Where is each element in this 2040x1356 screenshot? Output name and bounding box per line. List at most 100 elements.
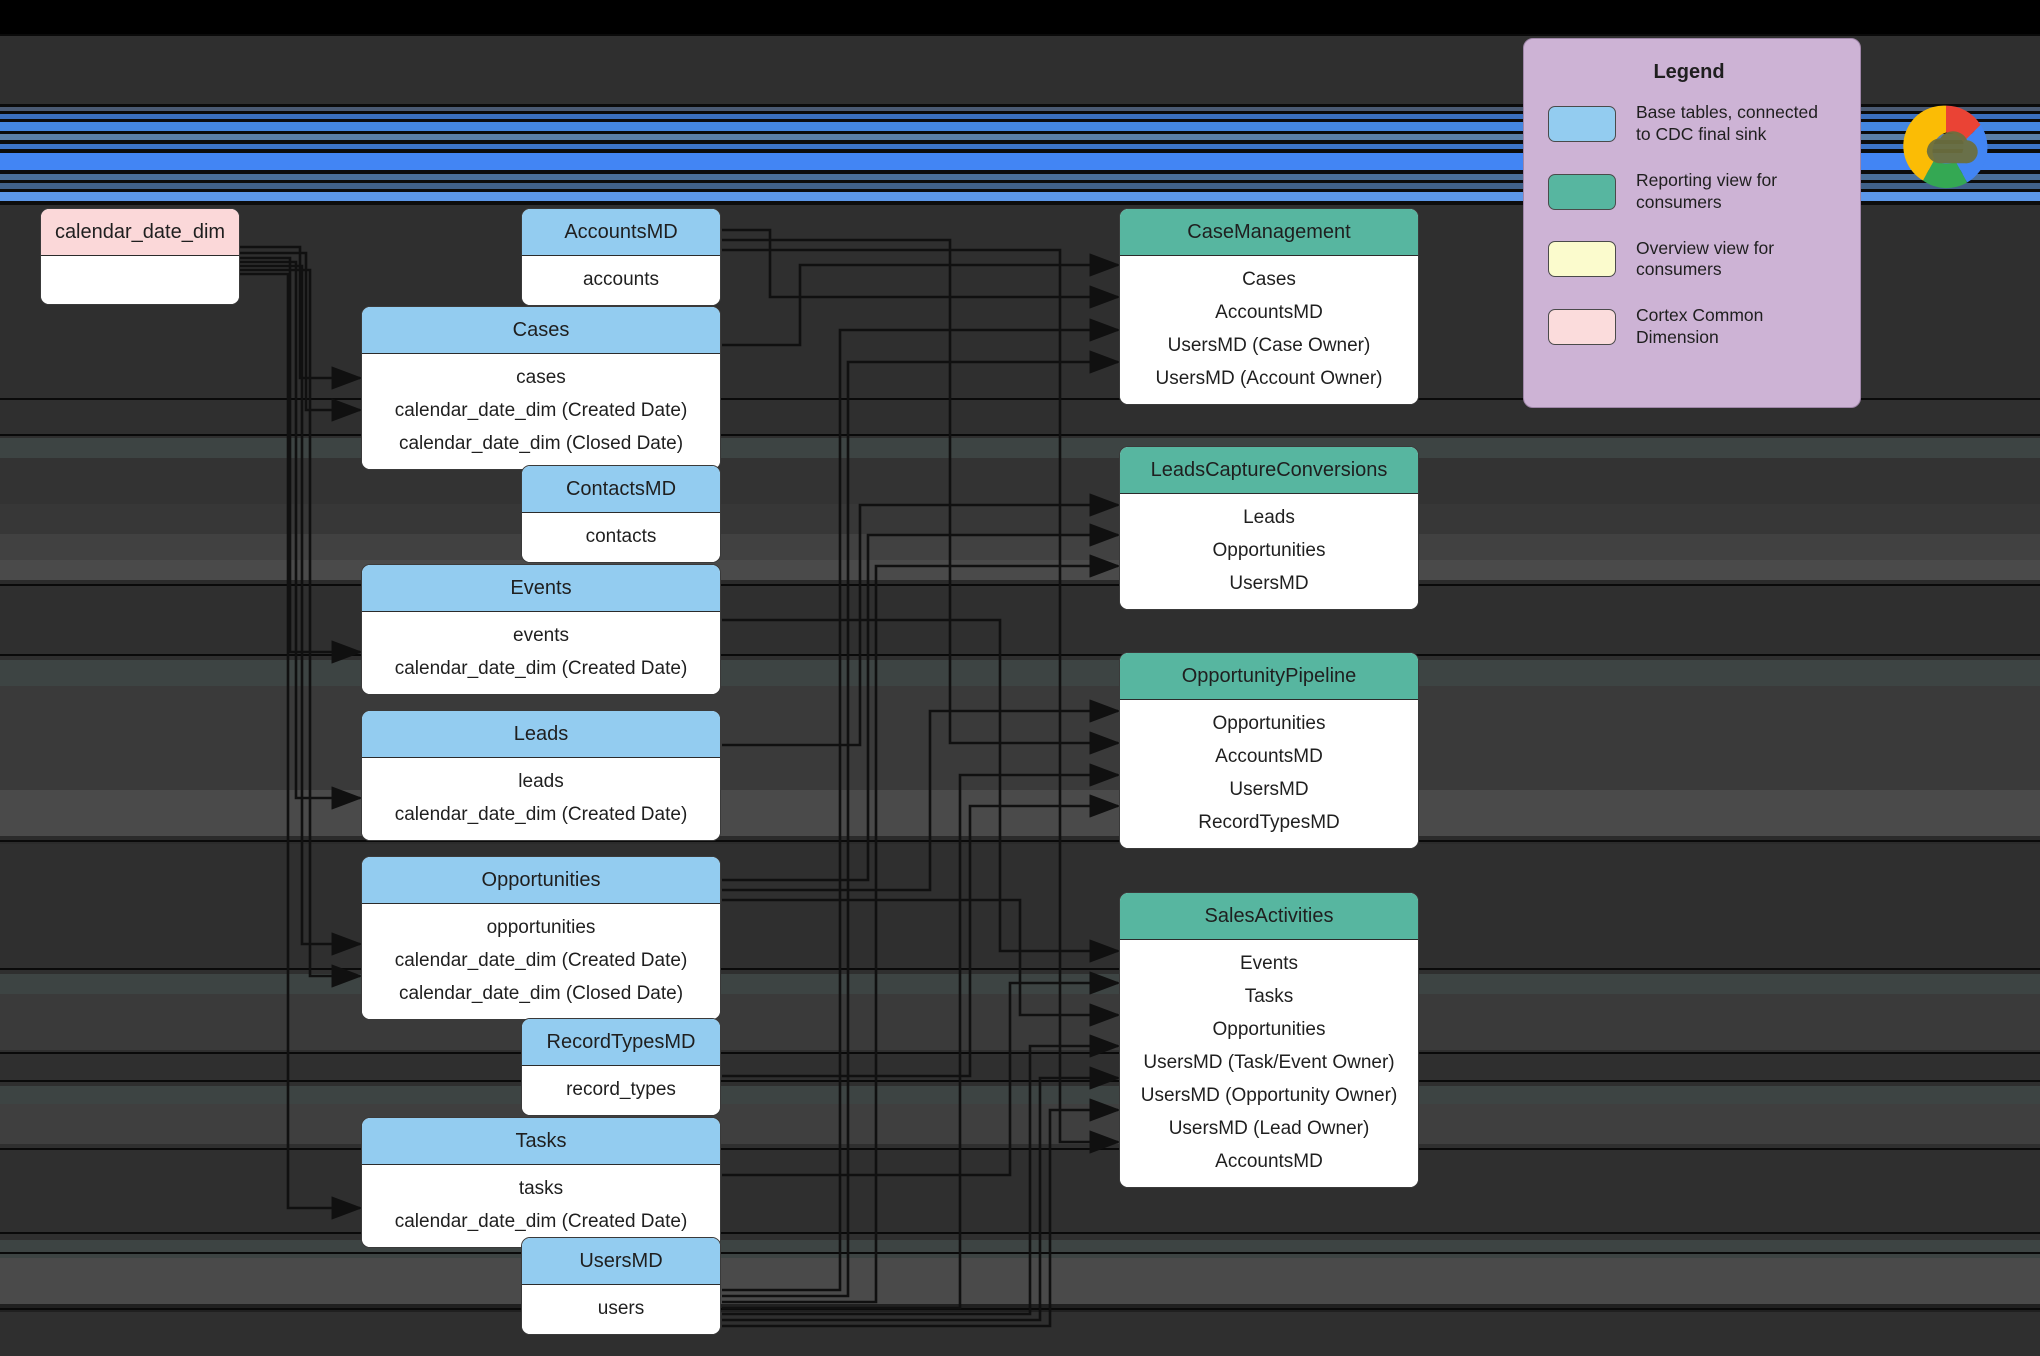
entity-node-row: calendar_date_dim (Created Date) [394, 1211, 688, 1232]
entity-node-body: tasks calendar_date_dim (Created Date) [362, 1165, 720, 1247]
entity-node-row: calendar_date_dim (Created Date) [394, 804, 688, 825]
entity-node-title: Tasks [362, 1118, 720, 1165]
bg-glitch-stripe [0, 180, 2040, 183]
entity-node-row: UsersMD (Opportunity Owner) [1140, 1085, 1398, 1106]
bg-glitch-stripe [0, 114, 2040, 119]
entity-node-cases[interactable]: Cases cases calendar_date_dim (Created D… [361, 306, 721, 470]
google-cloud-logo [1898, 98, 1994, 194]
bg-scanline [0, 1252, 2040, 1254]
legend-item-cortex-dimension: Cortex Common Dimension [1524, 305, 1860, 349]
bg-glitch-stripe [0, 140, 2040, 144]
entity-node-body: Cases AccountsMD UsersMD (Case Owner) Us… [1120, 256, 1418, 404]
bg-artifact-band [0, 790, 2040, 836]
bg-glitch-stripe [0, 183, 2040, 189]
entity-node-salesactivities[interactable]: SalesActivities Events Tasks Opportuniti… [1119, 892, 1419, 1188]
entity-node-accountsmd[interactable]: AccountsMD accounts [521, 208, 721, 306]
entity-node-title: RecordTypesMD [522, 1019, 720, 1066]
bg-artifact-band [0, 974, 2040, 994]
entity-node-row: UsersMD [1229, 573, 1309, 594]
entity-node-row: record_types [566, 1079, 676, 1100]
entity-node-row: RecordTypesMD [1198, 812, 1340, 833]
bg-scanline [0, 1052, 2040, 1054]
bg-scanline [0, 968, 2040, 970]
legend-item-label: Overview view for consumers [1636, 237, 1775, 280]
entity-node-usersmd[interactable]: UsersMD users [521, 1237, 721, 1335]
bg-artifact-band [0, 458, 2040, 504]
entity-node-recordtypesmd[interactable]: RecordTypesMD record_types [521, 1018, 721, 1116]
entity-node-title: LeadsCaptureConversions [1120, 447, 1418, 494]
entity-node-row: AccountsMD [1215, 746, 1323, 767]
bg-artifact-band [0, 504, 2040, 534]
entity-node-body: cases calendar_date_dim (Created Date) c… [362, 354, 720, 469]
bg-scanline [0, 654, 2040, 656]
bg-artifact-band [0, 534, 2040, 560]
entity-node-casemanagement[interactable]: CaseManagement Cases AccountsMD UsersMD … [1119, 208, 1419, 405]
entity-node-row: leads [518, 771, 564, 792]
entity-node-opportunities[interactable]: Opportunities opportunities calendar_dat… [361, 856, 721, 1020]
bg-scanline [0, 840, 2040, 842]
bg-glitch-stripe [0, 189, 2040, 192]
bg-artifact-band [0, 1240, 2040, 1258]
entity-node-row: Cases [1242, 269, 1296, 290]
entity-node-body: Leads Opportunities UsersMD [1120, 494, 1418, 609]
bg-scanline [0, 434, 2040, 436]
entity-node-body [41, 256, 239, 304]
entity-node-body: leads calendar_date_dim (Created Date) [362, 758, 720, 840]
bg-glitch-stripe [0, 111, 2040, 114]
entity-node-title: CaseManagement [1120, 209, 1418, 256]
entity-node-calendar-date-dim[interactable]: calendar_date_dim [40, 208, 240, 305]
bg-glitch-stripe [0, 201, 2040, 205]
entity-node-row: UsersMD (Lead Owner) [1168, 1118, 1370, 1139]
entity-node-row: Events [1239, 953, 1299, 974]
bg-glitch-stripe [0, 107, 2040, 111]
entity-node-title: SalesActivities [1120, 893, 1418, 940]
entity-node-title: AccountsMD [522, 209, 720, 256]
bg-artifact-band [0, 438, 2040, 458]
overview-view-swatch [1548, 241, 1616, 278]
entity-node-row: accounts [582, 269, 660, 290]
entity-node-row: Opportunities [1212, 713, 1326, 734]
legend-item-label: Base tables, connected to CDC final sink [1636, 102, 1818, 144]
entity-node-tasks[interactable]: Tasks tasks calendar_date_dim (Created D… [361, 1117, 721, 1248]
bg-glitch-stripe [0, 119, 2040, 122]
entity-node-row: calendar_date_dim (Created Date) [394, 950, 688, 971]
entity-node-title: Events [362, 565, 720, 612]
entity-node-leads[interactable]: Leads leads calendar_date_dim (Created D… [361, 710, 721, 841]
bg-scanline [0, 34, 2040, 36]
legend-panel: Legend Base tables, connected to CDC fin… [1523, 38, 1861, 408]
bg-glitch-stripe [0, 144, 2040, 149]
cortex-dimension-swatch [1548, 309, 1616, 346]
bg-scanline [0, 1232, 2040, 1234]
bg-scanline [0, 1080, 2040, 1082]
entity-node-title: OpportunityPipeline [1120, 653, 1418, 700]
entity-node-opportunitypipeline[interactable]: OpportunityPipeline Opportunities Accoun… [1119, 652, 1419, 849]
bg-scanline [0, 1148, 2040, 1150]
entity-node-events[interactable]: Events events calendar_date_dim (Created… [361, 564, 721, 695]
entity-node-row: AccountsMD [1215, 302, 1323, 323]
entity-node-contactsmd[interactable]: ContactsMD contacts [521, 465, 721, 563]
bg-glitch-stripe [0, 122, 2040, 131]
bg-glitch-stripe [0, 174, 2040, 180]
entity-node-body: Opportunities AccountsMD UsersMD RecordT… [1120, 700, 1418, 848]
entity-node-row: calendar_date_dim (Created Date) [394, 400, 688, 421]
entity-node-leadscaptureconversions[interactable]: LeadsCaptureConversions Leads Opportunit… [1119, 446, 1419, 610]
bg-artifact-band [0, 1258, 2040, 1304]
entity-node-title: calendar_date_dim [41, 209, 239, 256]
entity-node-body: record_types [522, 1066, 720, 1115]
entity-node-row: cases [516, 367, 566, 388]
legend-item-label: Reporting view for consumers [1636, 169, 1778, 212]
entity-node-row: events [513, 625, 569, 646]
entity-node-row: Opportunities [1212, 540, 1326, 561]
bg-glitch-stripe [0, 192, 2040, 201]
reporting-view-swatch [1548, 173, 1616, 210]
bg-scanline [0, 584, 2040, 586]
entity-node-body: Events Tasks Opportunities UsersMD (Task… [1120, 940, 1418, 1187]
entity-node-row: opportunities [486, 917, 596, 938]
legend-title: Legend [1653, 61, 1725, 83]
entity-node-row: tasks [518, 1178, 564, 1199]
entity-node-title: UsersMD [522, 1238, 720, 1285]
entity-node-title: Cases [362, 307, 720, 354]
entity-node-row: users [597, 1298, 645, 1319]
bg-glitch-stripe [0, 149, 2040, 153]
